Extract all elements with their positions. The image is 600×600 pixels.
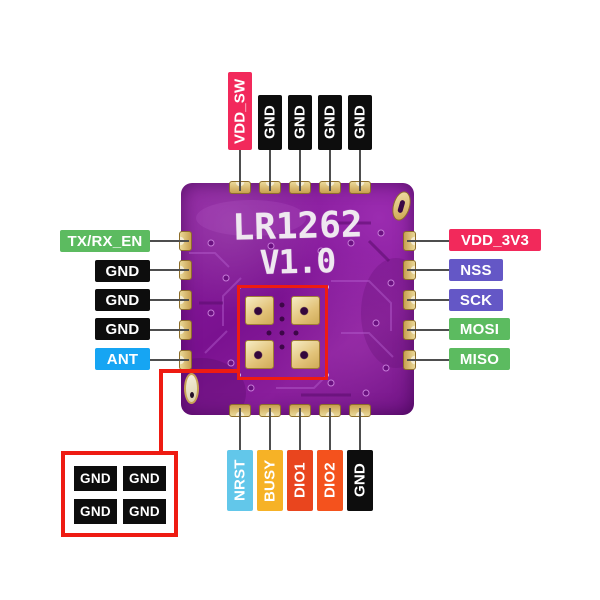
callout-gnd-label-2: GND (123, 466, 166, 491)
connector-line-bottom-2 (269, 408, 271, 450)
pin-label-nss: NSS (449, 259, 503, 281)
pin-label-nrst: NRST (227, 450, 253, 511)
connector-line-top-2 (269, 150, 271, 191)
pin-label-gnd-left-3: GND (95, 318, 150, 340)
connector-line-left-4 (150, 329, 189, 331)
ground-pad-4 (291, 340, 320, 369)
board-texture (181, 183, 414, 415)
callout-line-vertical (159, 369, 163, 455)
pin-label-tx-rx-en: TX/RX_EN (60, 230, 150, 252)
pin-label-gnd-top-2: GND (288, 95, 312, 150)
mount-hole-bottom-left (184, 373, 199, 404)
connector-line-right-2 (407, 269, 449, 271)
connector-line-bottom-5 (359, 408, 361, 450)
pin-label-busy: BUSY (257, 450, 283, 511)
callout-gnd-label-1: GND (74, 466, 117, 491)
ground-pads-highlight-rect (237, 285, 328, 380)
pin-label-gnd-left-1: GND (95, 260, 150, 282)
pin-label-dio1: DIO1 (287, 450, 313, 511)
pin-label-gnd-top-4: GND (348, 95, 372, 150)
pin-label-gnd-top-3: GND (318, 95, 342, 150)
module-version: V1.0 (259, 241, 336, 282)
connector-line-left-2 (150, 269, 189, 271)
pin-label-ant: ANT (95, 348, 150, 370)
callout-gnd-label-3: GND (74, 499, 117, 524)
connector-line-top-4 (329, 150, 331, 191)
pin-label-vdd-3v3: VDD_3V3 (449, 229, 541, 251)
connector-line-right-4 (407, 329, 449, 331)
ground-pads-callout-box: GND GND GND GND (61, 451, 178, 537)
pin-label-vdd-sw: VDD_SW (228, 72, 252, 150)
connector-line-bottom-3 (299, 408, 301, 450)
connector-line-left-3 (150, 299, 189, 301)
ground-pad-3 (245, 340, 274, 369)
connector-line-right-3 (407, 299, 449, 301)
connector-line-top-1 (239, 150, 241, 191)
ground-pad-2 (291, 296, 320, 325)
pin-label-mosi: MOSI (449, 318, 510, 340)
pin-label-gnd-bottom: GND (347, 450, 373, 511)
connector-line-left-5 (150, 359, 189, 361)
pin-label-gnd-top-1: GND (258, 95, 282, 150)
connector-line-right-5 (407, 359, 449, 361)
callout-line-horizontal (159, 369, 240, 373)
pin-label-gnd-left-2: GND (95, 289, 150, 311)
pin-label-sck: SCK (449, 289, 503, 311)
connector-line-top-5 (359, 150, 361, 191)
connector-line-right-1 (407, 240, 449, 242)
connector-line-left-1 (150, 240, 189, 242)
connector-line-bottom-4 (329, 408, 331, 450)
pin-label-dio2: DIO2 (317, 450, 343, 511)
connector-line-bottom-1 (239, 408, 241, 450)
connector-line-top-3 (299, 150, 301, 191)
pin-label-miso: MISO (449, 348, 510, 370)
callout-gnd-label-4: GND (123, 499, 166, 524)
ground-pad-1 (245, 296, 274, 325)
